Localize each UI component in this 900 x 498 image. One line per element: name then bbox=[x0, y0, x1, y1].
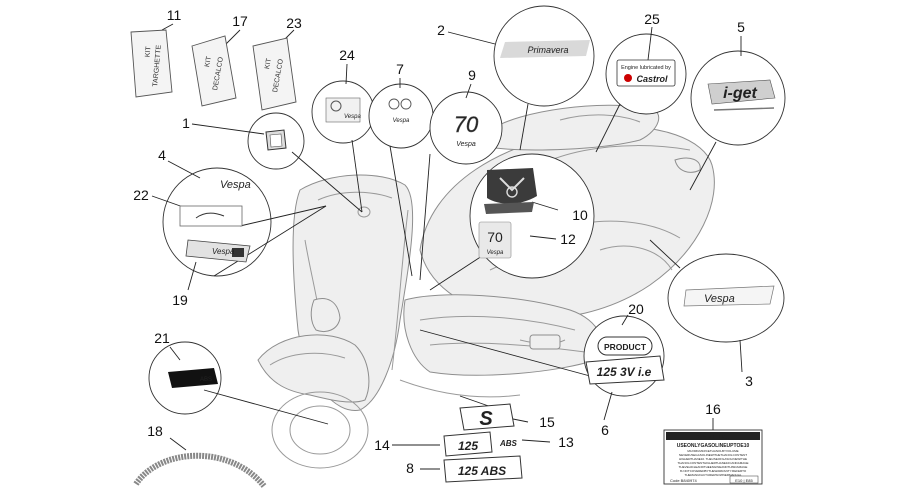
vespa-side-text: Vespa bbox=[212, 247, 235, 256]
abs-stripe-decal: ABS bbox=[168, 368, 218, 388]
engine-125-3v-badge: 125 3V i.e bbox=[585, 355, 665, 385]
vespa-kids-decal: Vespa bbox=[388, 98, 412, 124]
vespa-sei-text: Vespa bbox=[344, 114, 361, 120]
callout-20: 20 bbox=[628, 301, 644, 317]
number-125-text: 125 bbox=[458, 439, 478, 453]
callout-21: 21 bbox=[154, 330, 170, 346]
callout-12: 12 bbox=[560, 231, 576, 247]
warning-line3: NEVERUSEGASOLINEWITHETHANOLCONTENT bbox=[679, 453, 747, 457]
product-badge: PRODUCT bbox=[597, 336, 653, 356]
warning-line8: THEMANUFACTURERSOWNERMANUAL bbox=[684, 473, 741, 477]
seventy-vespa-text: Vespa bbox=[456, 141, 476, 148]
abs-decal: ABS bbox=[499, 439, 518, 448]
small-badge-number: 70 bbox=[487, 229, 503, 245]
s-logo-decal: S bbox=[459, 403, 515, 431]
warning-code: Code B840974 bbox=[670, 478, 697, 483]
primavera-text: Primavera bbox=[527, 45, 568, 55]
vespa-sei-decal: Vespa bbox=[325, 97, 361, 123]
callout-14: 14 bbox=[374, 437, 390, 453]
callout-5: 5 bbox=[737, 19, 745, 35]
wheel-stripe-decal bbox=[133, 452, 267, 488]
small-vespa-badge: 70 Vespa bbox=[478, 221, 512, 259]
warning-line4: HIGHERTHANE10. THEUSEOFGASOLINEWITHE bbox=[679, 457, 747, 461]
kit-label-line1: KIT bbox=[204, 55, 213, 68]
number-125-decal: 125 bbox=[443, 431, 493, 457]
model-name-decal bbox=[179, 205, 243, 227]
product-text: PRODUCT bbox=[604, 342, 647, 352]
warning-line2: MAXIMUM10%ETHANOLBYVOLUME bbox=[687, 449, 738, 453]
callout-7: 7 bbox=[396, 61, 404, 77]
kit-label-line2: TARGHETTE bbox=[152, 44, 163, 87]
callout-1: 1 bbox=[182, 115, 190, 131]
callout-17: 17 bbox=[232, 13, 248, 29]
callout-3: 3 bbox=[745, 373, 753, 389]
seventy-decal: 70 Vespa bbox=[454, 112, 480, 148]
callout-numbers: 11 17 23 2 25 5 24 7 9 1 4 22 19 10 12 2… bbox=[133, 7, 753, 476]
castrol-sticker: Engine lubricated by Castrol bbox=[616, 59, 676, 87]
primavera-decal: Primavera bbox=[500, 40, 590, 58]
callout-19: 19 bbox=[172, 292, 188, 308]
vespa-side-badge: Vespa bbox=[185, 239, 251, 263]
warning-label: WARNING! USEONLYGASOLINEUPTOE10 MAXIMUM1… bbox=[663, 429, 763, 485]
callout-11: 11 bbox=[167, 7, 182, 23]
castrol-top-text: Engine lubricated by bbox=[621, 65, 671, 71]
shield-emblem bbox=[484, 168, 537, 214]
warning-line7: IS NOTCOVEREDBYTHEWARRANTY.REFERTO bbox=[680, 469, 747, 473]
vespa-script-text: Vespa bbox=[220, 179, 251, 191]
kit-decalco-23-bag: KIT DECALCO bbox=[252, 37, 297, 111]
callout-13: 13 bbox=[558, 434, 574, 450]
callout-2: 2 bbox=[437, 22, 445, 38]
callout-24: 24 bbox=[339, 47, 355, 63]
iget-decal: i-get bbox=[707, 79, 776, 111]
small-square-emblem bbox=[265, 129, 287, 151]
seventy-text: 70 bbox=[454, 112, 479, 137]
callout-8: 8 bbox=[406, 460, 414, 476]
engine-125-3v-text: 125 3V i.e bbox=[597, 365, 652, 379]
vespa-script-decal: Vespa bbox=[220, 179, 251, 191]
callout-6: 6 bbox=[601, 422, 609, 438]
s-logo-text: S bbox=[479, 408, 493, 430]
kit-decalco-17-bag: KIT DECALCO bbox=[191, 35, 237, 107]
callout-4: 4 bbox=[158, 147, 166, 163]
callout-16: 16 bbox=[705, 401, 721, 417]
castrol-brand-text: Castrol bbox=[636, 74, 668, 84]
number-125-abs-decal: 125 ABS bbox=[443, 455, 523, 483]
warning-line1: USEONLYGASOLINEUPTOE10 bbox=[677, 443, 750, 449]
callout-18: 18 bbox=[147, 423, 163, 439]
callout-9: 9 bbox=[468, 67, 476, 83]
kit-label-line1: KIT bbox=[145, 45, 153, 57]
callout-10: 10 bbox=[572, 207, 588, 223]
vespa-right-text: Vespa bbox=[704, 293, 735, 305]
warning-line5: THANOLCONTENTHIGHERTHANE10CANDAMAGE bbox=[677, 461, 748, 465]
warning-tag: E10 | E85 bbox=[735, 478, 753, 483]
vespa-side-decal-right: Vespa bbox=[683, 285, 775, 307]
abs-text: ABS bbox=[499, 439, 518, 448]
callout-22: 22 bbox=[133, 187, 149, 203]
vespa-kids-text: Vespa bbox=[393, 118, 410, 124]
callout-23: 23 bbox=[286, 15, 302, 31]
number-125-abs-text: 125 ABS bbox=[458, 464, 506, 478]
callout-25: 25 bbox=[644, 11, 660, 27]
iget-text: i-get bbox=[723, 85, 757, 102]
leader-lines bbox=[151, 23, 743, 470]
kit-label-line1: KIT bbox=[264, 57, 273, 70]
warning-line6: THEVEHICLEANDTHEENGINEANDTHISDAMAGE bbox=[679, 465, 748, 469]
abs-stripe-text: ABS bbox=[200, 377, 212, 383]
kit-targhette-bag: KIT TARGHETTE bbox=[130, 29, 173, 98]
small-badge-text: Vespa bbox=[487, 250, 504, 256]
warning-title: WARNING! bbox=[696, 434, 730, 441]
callout-15: 15 bbox=[539, 414, 555, 430]
